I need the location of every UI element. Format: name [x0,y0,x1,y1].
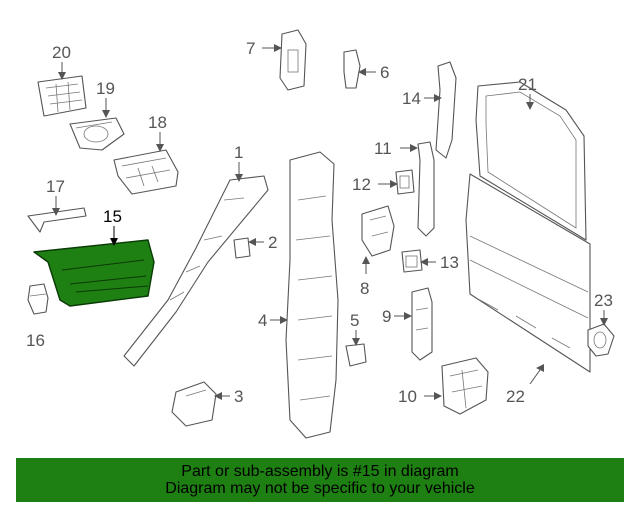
callout-9: 9 [382,307,391,326]
part-7: 7 [246,29,307,91]
part-12: 12 [352,169,415,195]
callout-19: 19 [96,79,115,98]
callout-23: 23 [594,291,613,310]
callout-5: 5 [350,311,359,330]
banner-line-1: Part or sub-assembly is #15 in diagram [181,463,459,480]
part-11: 11 [374,139,435,237]
part-19: 19 [69,79,125,151]
part-21: 21 [475,75,587,241]
callout-4: 4 [258,311,267,330]
callout-14: 14 [402,89,421,108]
callout-11: 11 [374,139,392,158]
part-18: 18 [113,113,179,195]
part-3: 3 [171,381,243,427]
callout-20: 20 [52,43,71,62]
callout-22: 22 [506,387,525,406]
callout-1: 1 [234,143,243,162]
callout-13: 13 [440,253,459,272]
callout-3: 3 [234,387,243,406]
part-13: 13 [401,249,459,273]
callout-15: 15 [103,207,122,226]
part-15-highlighted: 15 [33,207,155,307]
part-14: 14 [402,61,457,159]
callout-10: 10 [398,387,417,406]
part-5: 5 [345,311,367,367]
part-6: 6 [343,49,389,89]
part-9: 9 [382,287,433,361]
part-22: 22 [465,173,591,406]
callout-17: 17 [46,177,65,196]
part-1: 1 [123,143,269,367]
part-8: 8 [360,205,395,298]
callout-2: 2 [268,233,277,252]
callout-21: 21 [518,75,537,94]
callout-7: 7 [246,39,255,58]
part-4: 4 [258,151,339,439]
callout-8: 8 [360,279,369,298]
part-10: 10 [398,357,489,415]
callout-16: 16 [26,331,45,350]
part-17: 17 [27,177,87,233]
banner-line-2: Diagram may not be specific to your vehi… [165,480,475,497]
callout-6: 6 [380,63,389,82]
part-16: 16 [26,283,49,350]
part-2: 2 [233,233,277,259]
part-20: 20 [37,43,87,117]
callout-12: 12 [352,175,371,194]
parts-diagram: 20 19 18 17 15 16 [26,29,615,439]
part-23: 23 [587,291,615,357]
callout-18: 18 [148,113,167,132]
info-banner: Part or sub-assembly is #15 in diagram D… [16,458,624,502]
